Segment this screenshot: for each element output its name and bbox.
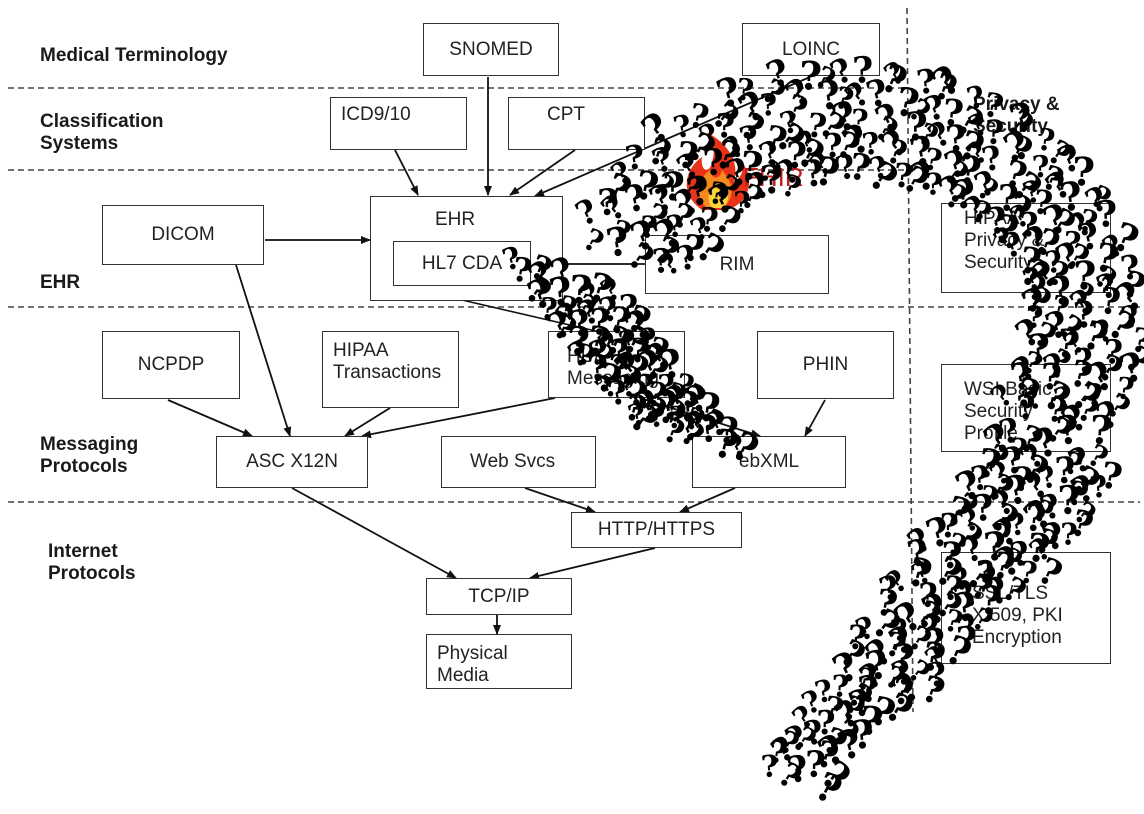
box-dicom: DICOM xyxy=(102,205,264,265)
arrow-websvc-http xyxy=(524,487,596,513)
line-ehr-hl7msg xyxy=(461,299,601,333)
box-wsi-basic-security: WSI Basic Security Profile xyxy=(941,364,1111,452)
fhir-flame-icon xyxy=(686,132,750,210)
layer-label-line: Privacy & xyxy=(973,94,1060,115)
box-hl7-messaging: HL7 Messaging xyxy=(548,331,685,398)
box-label: HL7 CDA xyxy=(421,252,503,274)
box-label: HTTP/HTTPS xyxy=(597,519,716,540)
box-label: Encryption xyxy=(972,627,1062,648)
box-label: RIM xyxy=(719,253,755,275)
box-label: SNOMED xyxy=(449,38,533,60)
layer-label-line: Systems xyxy=(40,133,119,154)
box-ssl-tls: SSL/TLS X.509, PKI Encryption xyxy=(941,552,1111,664)
arrow-loinc-ehr xyxy=(534,76,811,197)
box-label: HIPAA xyxy=(333,340,389,361)
box-label: NCPDP xyxy=(137,354,205,375)
box-label: SSL/TLS xyxy=(972,583,1049,604)
vertical-separator xyxy=(906,7,914,713)
layer-label-ehr: EHR xyxy=(40,272,81,293)
arrow-dicom-asc xyxy=(235,264,292,437)
arrow-ebxml-http xyxy=(679,487,736,513)
box-http-https: HTTP/HTTPS xyxy=(571,512,742,548)
box-icd: ICD9/10 xyxy=(330,97,467,150)
arrow-phin-ebxml xyxy=(804,399,826,437)
box-ebxml: ebXML xyxy=(692,436,846,488)
box-cpt: CPT xyxy=(508,97,645,150)
layer-label-line: Messaging xyxy=(40,434,139,455)
box-label: Web Svcs xyxy=(470,451,556,472)
layer-label-line: Protocols xyxy=(48,563,136,584)
box-label: LOINC xyxy=(781,38,841,60)
flame-inner xyxy=(708,186,729,208)
arrow-hl7msg-asc xyxy=(361,397,556,439)
arrow-cpt-ehr xyxy=(509,149,576,196)
box-label: Messaging xyxy=(567,368,659,389)
arrow-hipaa-asc xyxy=(344,407,391,437)
box-label: Security xyxy=(964,401,1033,422)
arrow-icd-ehr xyxy=(394,149,419,196)
layer-label-privacy-security: Privacy & Security xyxy=(973,94,1060,138)
box-label: EHR xyxy=(435,209,476,230)
box-label: Transactions xyxy=(333,362,442,383)
box-label: WSI Basic xyxy=(964,379,1052,400)
box-loinc: LOINC xyxy=(742,23,880,76)
box-hipaa-transactions: HIPAA Transactions xyxy=(322,331,459,408)
box-label: CPT xyxy=(547,104,585,125)
layer-label-line: Security xyxy=(973,116,1048,137)
fhir-logo-text: FHIR xyxy=(743,162,804,192)
box-hl7-cda: HL7 CDA xyxy=(393,241,531,286)
box-label: Privacy & xyxy=(964,230,1045,251)
box-phin: PHIN xyxy=(757,331,894,399)
box-rim: RIM xyxy=(645,235,829,294)
box-asc-x12n: ASC X12N xyxy=(216,436,368,488)
box-label: Profile xyxy=(964,423,1018,444)
box-label: HL7 xyxy=(567,346,602,367)
box-label: X.509, PKI xyxy=(972,605,1063,626)
arrow-ncpdp-asc xyxy=(167,399,253,437)
box-physical-media: Physical Media xyxy=(426,634,572,689)
box-tcp-ip: TCP/IP xyxy=(426,578,572,615)
box-label: DICOM xyxy=(151,224,215,245)
box-label: Physical xyxy=(437,643,508,664)
box-label: HIPAA xyxy=(964,208,1020,229)
box-web-services: Web Svcs xyxy=(441,436,596,488)
box-label: Media xyxy=(437,665,489,686)
layer-label-line: Classification xyxy=(40,111,164,132)
box-label: ASC X12N xyxy=(246,451,338,472)
arrow-asc-tcp xyxy=(291,487,457,579)
box-label: ICD9/10 xyxy=(341,104,411,125)
box-label: PHIN xyxy=(802,354,849,375)
arrow-http-tcp xyxy=(529,547,656,580)
layer-label-line: Protocols xyxy=(40,456,128,477)
box-hipaa-privacy-security: HIPAA Privacy & Security xyxy=(941,203,1111,293)
layer-label-medical-terminology: Medical Terminology xyxy=(40,45,228,66)
box-label: TCP/IP xyxy=(468,585,530,607)
arrow-hl7msg-ebxml xyxy=(639,397,761,438)
layer-label-messaging-protocols: Messaging Protocols xyxy=(40,434,138,478)
box-ncpdp: NCPDP xyxy=(102,331,240,399)
layer-label-classification-systems: Classification Systems xyxy=(40,111,164,155)
box-label: Security xyxy=(964,252,1033,273)
box-snomed: SNOMED xyxy=(423,23,559,76)
box-label: ebXML xyxy=(738,451,800,472)
layer-label-line: Internet xyxy=(48,541,118,562)
layer-label-internet-protocols: Internet Protocols xyxy=(48,541,136,585)
